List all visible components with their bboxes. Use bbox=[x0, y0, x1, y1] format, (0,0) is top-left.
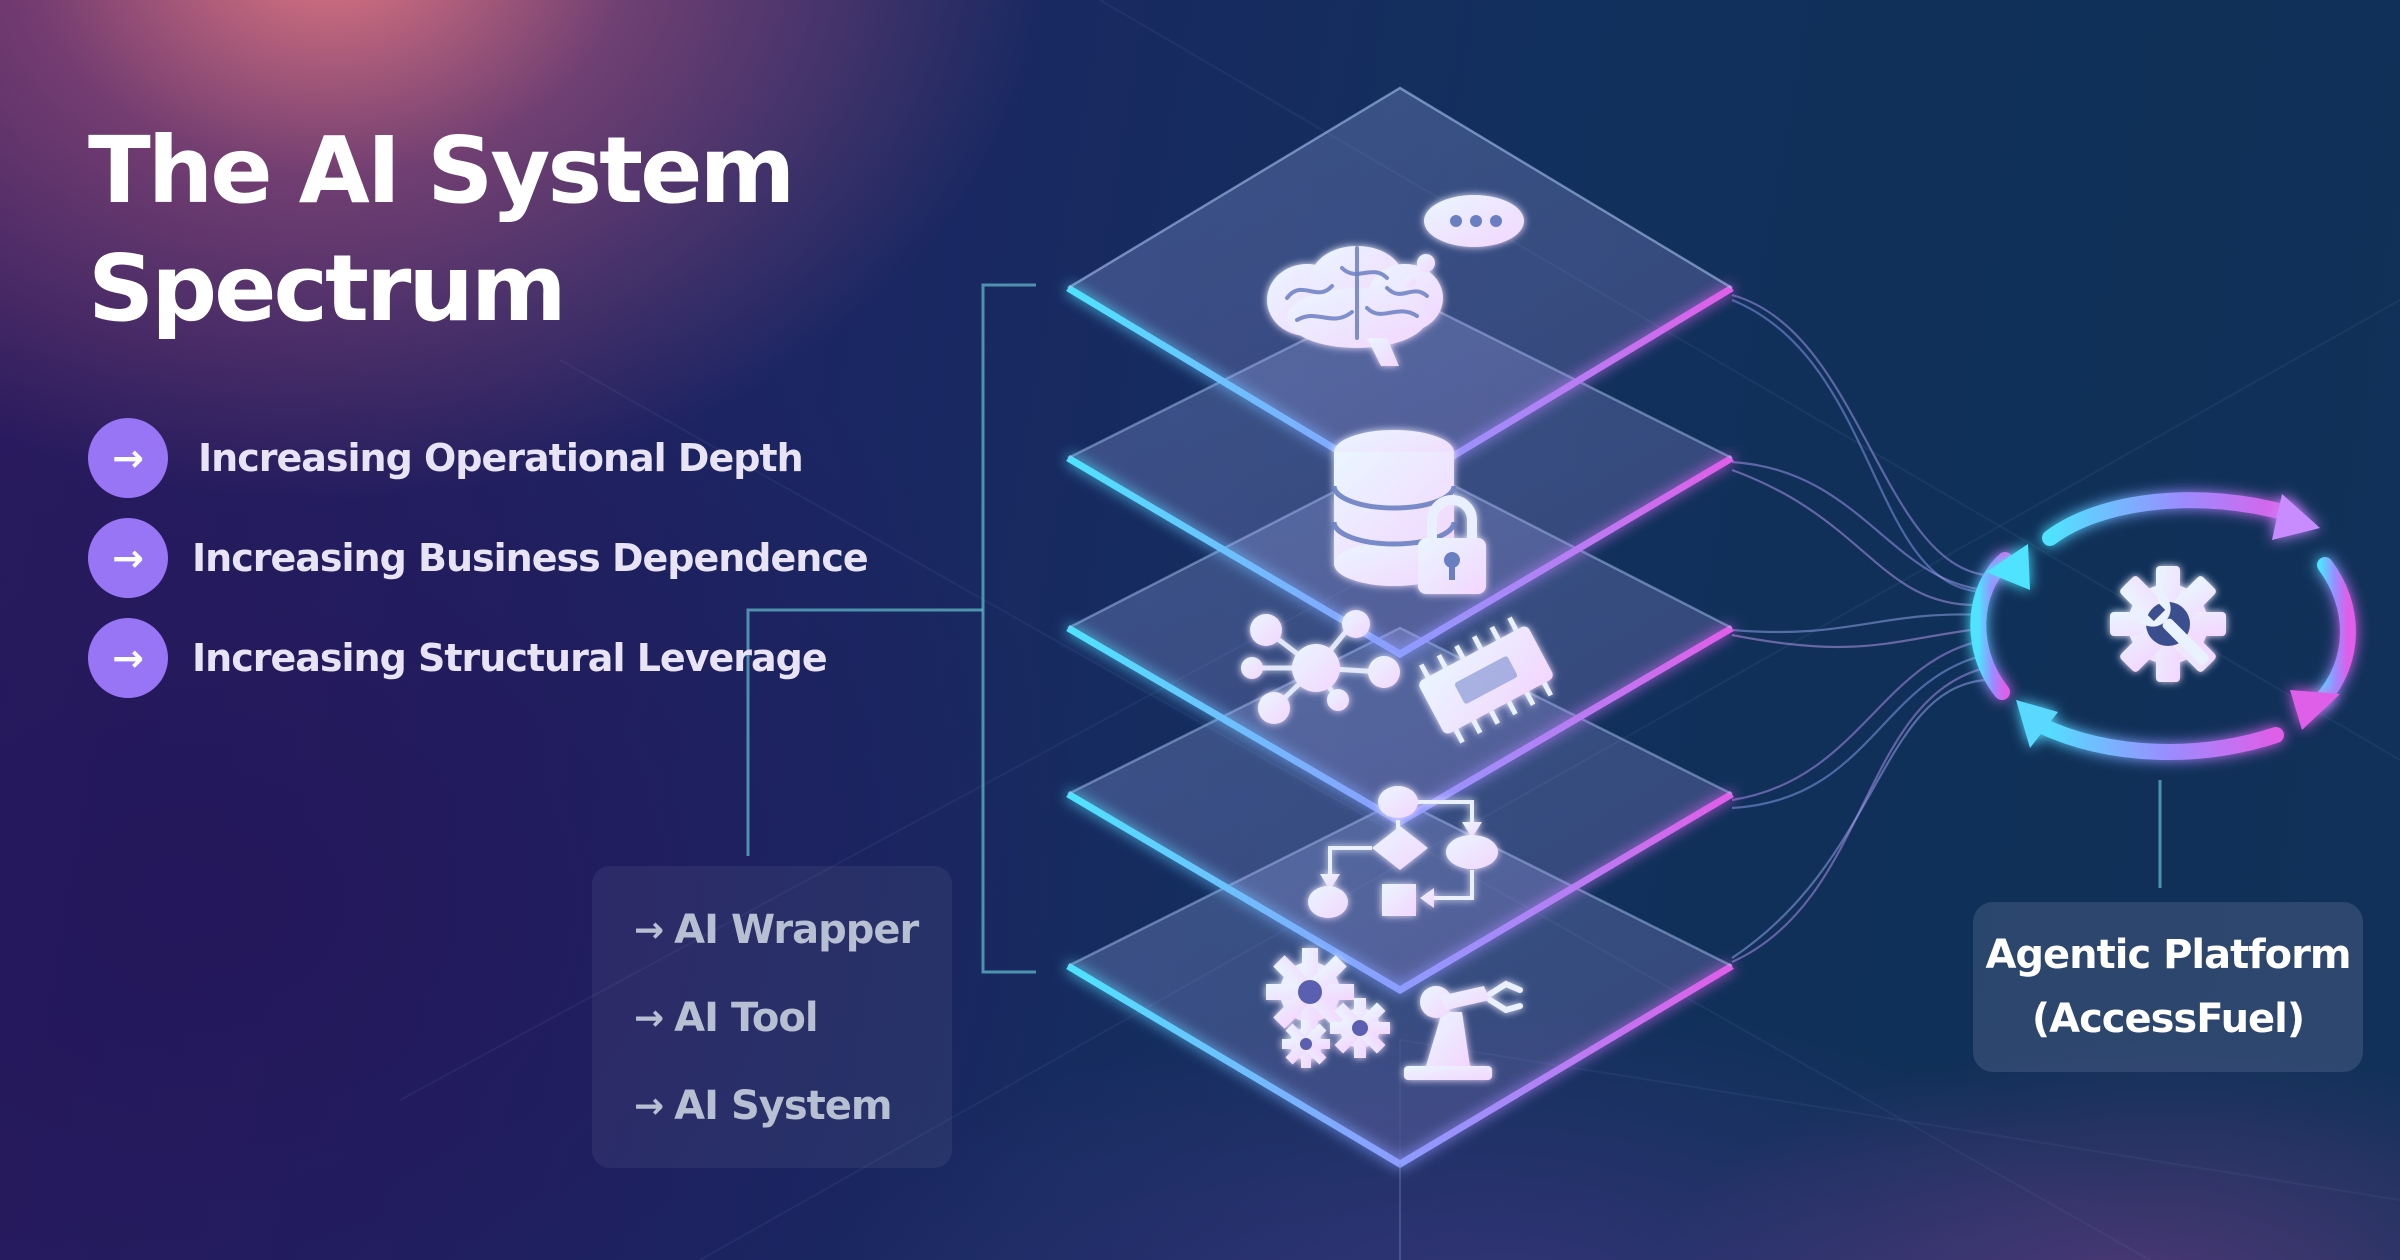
layer-stack bbox=[1066, 86, 1734, 1260]
level-ai-system: → AI System bbox=[634, 1076, 893, 1136]
bullet-label: Increasing Operational Depth bbox=[198, 436, 804, 480]
bullet-operational-depth: → Increasing Operational Depth bbox=[88, 418, 804, 498]
page-title: The AI System Spectrum bbox=[88, 112, 795, 348]
arrow-right-icon: → bbox=[634, 1085, 665, 1127]
database-lock-icon bbox=[1331, 430, 1486, 594]
platform-product: (AccessFuel) bbox=[2031, 996, 2305, 1042]
title-line-2: Spectrum bbox=[88, 235, 567, 342]
workflow-flowchart-icon bbox=[1308, 786, 1498, 918]
arrow-right-icon: → bbox=[88, 418, 168, 498]
level-label: AI System bbox=[674, 1083, 892, 1129]
bullet-business-dependence: → Increasing Business Dependence bbox=[88, 518, 869, 598]
bullet-label: Increasing Business Dependence bbox=[192, 536, 869, 580]
bracket-connector bbox=[746, 283, 2162, 974]
cycle-gear-wrench-icon bbox=[1970, 492, 2356, 760]
level-label: AI Tool bbox=[674, 995, 818, 1041]
brain-thought-bubble-icon bbox=[1267, 195, 1524, 366]
level-label: AI Wrapper bbox=[674, 907, 919, 953]
title-line-1: The AI System bbox=[88, 117, 795, 224]
system-levels-panel: → AI Wrapper → AI Tool → AI System bbox=[592, 866, 952, 1168]
platform-name: Agentic Platform bbox=[1985, 932, 2351, 978]
arrow-right-icon: → bbox=[88, 518, 168, 598]
bullet-label: Increasing Structural Leverage bbox=[192, 636, 828, 680]
gears-robot-arm-icon bbox=[1266, 948, 1523, 1080]
bullet-structural-leverage: → Increasing Structural Leverage bbox=[88, 618, 828, 698]
stack-to-platform-connectors bbox=[1731, 293, 1986, 964]
level-ai-tool: → AI Tool bbox=[634, 988, 819, 1048]
arrow-right-icon: → bbox=[634, 997, 665, 1039]
network-nodes-chip-icon bbox=[1241, 610, 1554, 744]
arrow-right-icon: → bbox=[634, 909, 665, 951]
agentic-platform-label: Agentic Platform (AccessFuel) bbox=[1973, 902, 2363, 1072]
arrow-right-icon: → bbox=[88, 618, 168, 698]
level-ai-wrapper: → AI Wrapper bbox=[634, 900, 919, 960]
